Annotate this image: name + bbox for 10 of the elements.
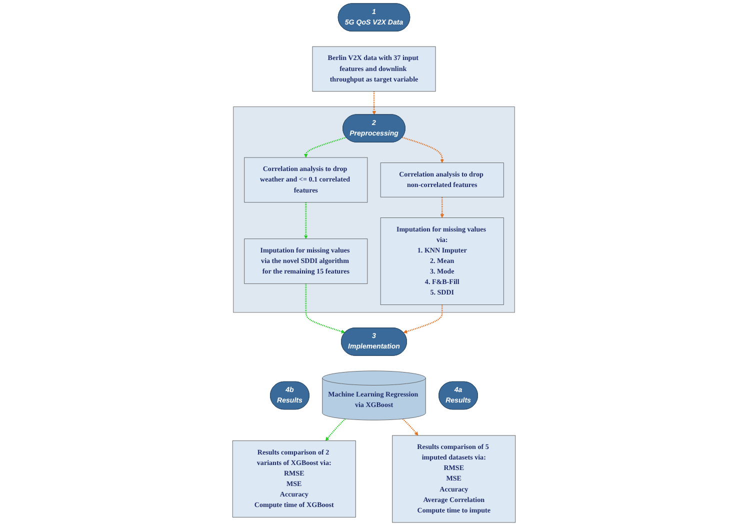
arrow bbox=[402, 136, 444, 163]
arrow bbox=[372, 91, 376, 115]
arrow bbox=[305, 284, 346, 334]
arrow bbox=[304, 136, 346, 158]
arrow bbox=[440, 197, 444, 218]
cluster bbox=[233, 106, 515, 313]
arrow bbox=[403, 304, 443, 334]
arrow bbox=[304, 202, 308, 240]
arrow bbox=[325, 418, 346, 441]
arrow bbox=[402, 418, 418, 436]
